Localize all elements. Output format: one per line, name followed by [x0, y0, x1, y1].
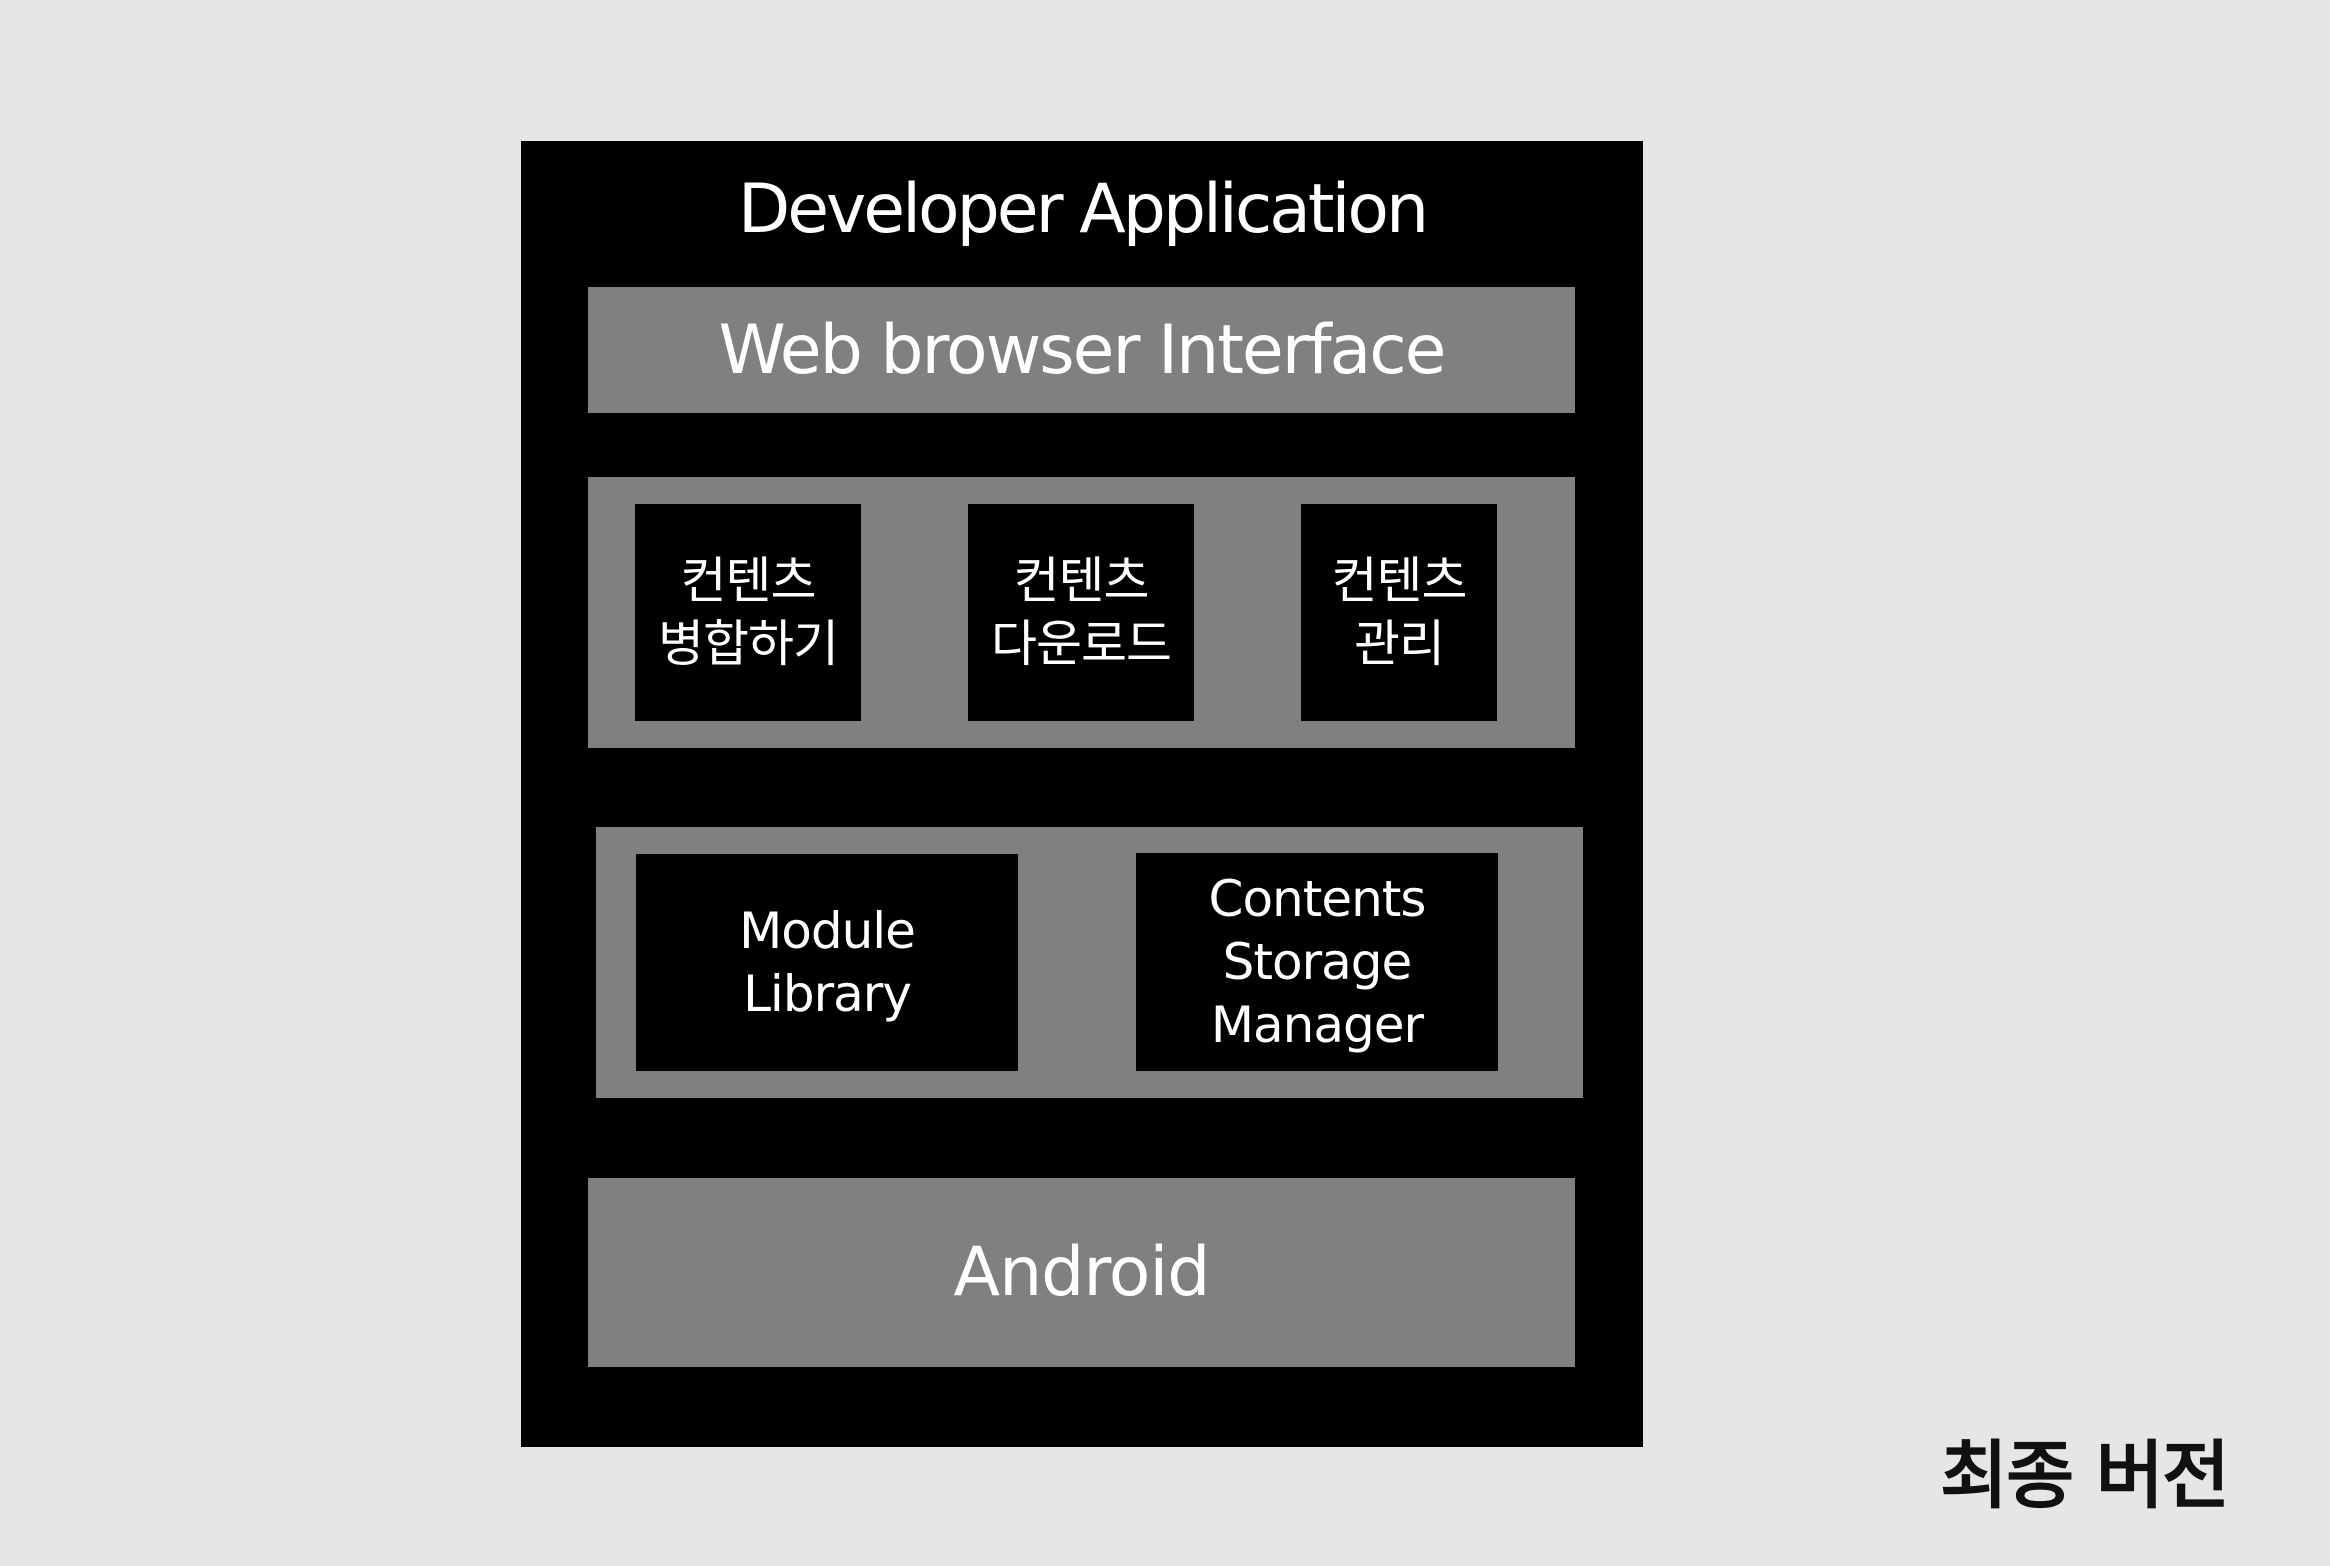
features-layer: 컨텐츠 병합하기 컨텐츠 다운로드 컨텐츠 관리 [588, 477, 1575, 748]
web-browser-interface-layer: Web browser Interface [588, 287, 1575, 413]
feature-box-manage: 컨텐츠 관리 [1301, 504, 1497, 721]
contents-storage-manager-line2: Storage [1222, 932, 1413, 991]
diagram-title: Developer Application [737, 170, 1429, 249]
contents-storage-manager-box: Contents Storage Manager [1136, 853, 1498, 1071]
feature-box-manage-line2: 관리 [1354, 614, 1445, 673]
contents-storage-manager-line1: Contents [1208, 869, 1427, 928]
feature-box-manage-line1: 컨텐츠 [1331, 551, 1468, 610]
developer-application-frame: Developer Application Web browser Interf… [521, 141, 1643, 1447]
feature-box-download: 컨텐츠 다운로드 [968, 504, 1194, 721]
android-label: Android [953, 1233, 1211, 1312]
web-browser-interface-label: Web browser Interface [718, 310, 1447, 390]
android-layer: Android [588, 1178, 1575, 1367]
modules-layer: Module Library Contents Storage Manager [596, 827, 1583, 1098]
feature-box-merge-line1: 컨텐츠 [680, 551, 817, 610]
version-caption: 최종 버전 [1940, 1433, 2230, 1519]
contents-storage-manager-line3: Manager [1210, 995, 1424, 1054]
feature-box-download-line1: 컨텐츠 [1013, 551, 1150, 610]
module-library-line1: Module [739, 901, 916, 960]
module-library-line2: Library [743, 964, 912, 1023]
module-library-box: Module Library [636, 854, 1018, 1071]
feature-box-merge: 컨텐츠 병합하기 [635, 504, 861, 721]
feature-box-download-line2: 다운로드 [991, 614, 1172, 673]
feature-box-merge-line2: 병합하기 [658, 614, 839, 673]
